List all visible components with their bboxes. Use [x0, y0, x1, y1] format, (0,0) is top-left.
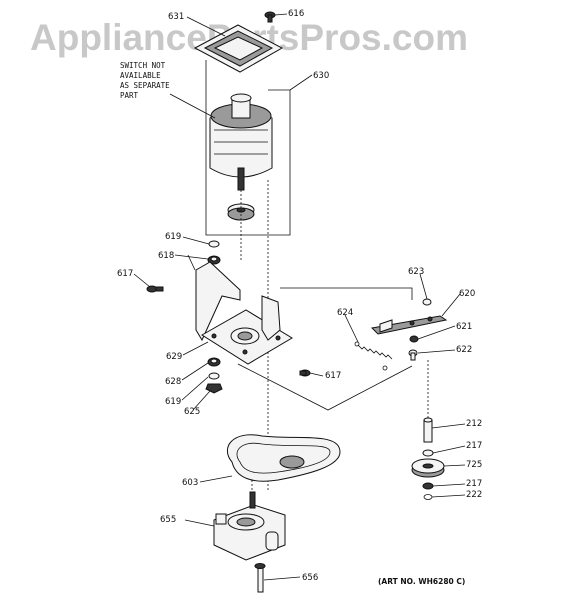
callout-725[interactable]: 725	[466, 460, 482, 470]
callout-619-top[interactable]: 619	[165, 232, 181, 242]
part-622-bolt[interactable]	[408, 349, 418, 361]
part-623-bolt[interactable]	[422, 298, 432, 306]
note-line-4: PART	[120, 91, 139, 100]
leader-lines	[133, 13, 466, 581]
callout-616[interactable]: 616	[288, 9, 304, 19]
part-624-spring[interactable]	[354, 341, 393, 371]
callout-217-bottom[interactable]: 217	[466, 479, 482, 489]
callout-631[interactable]: 631	[168, 12, 184, 22]
part-619-washer-top[interactable]	[208, 240, 220, 248]
part-222-clip[interactable]	[423, 494, 433, 500]
callout-617-right[interactable]: 617	[325, 371, 341, 381]
part-217-washer-bottom[interactable]	[422, 482, 434, 490]
callout-618[interactable]: 618	[158, 251, 174, 261]
part-628-grommet[interactable]	[207, 357, 221, 367]
callout-217-top[interactable]: 217	[466, 441, 482, 451]
part-625-nut[interactable]	[205, 383, 223, 394]
callout-619-bottom[interactable]: 619	[165, 397, 181, 407]
part-629-motor-bracket[interactable]	[195, 261, 293, 365]
callout-655[interactable]: 655	[160, 515, 176, 525]
callout-629[interactable]: 629	[166, 352, 182, 362]
part-217-washer-top[interactable]	[422, 449, 434, 457]
part-603-drive-belt[interactable]	[226, 434, 341, 482]
callout-623[interactable]: 623	[408, 267, 424, 277]
callout-622[interactable]: 622	[456, 345, 472, 355]
callout-620[interactable]: 620	[459, 289, 475, 299]
part-212-shaft[interactable]	[423, 417, 433, 443]
callout-621[interactable]: 621	[456, 322, 472, 332]
part-725-pulley[interactable]	[411, 458, 445, 478]
part-656-screw[interactable]	[254, 563, 266, 593]
note-line-1: SWITCH NOT	[120, 61, 166, 70]
part-620-pump-bracket[interactable]	[370, 315, 448, 335]
callout-625[interactable]: 625	[184, 407, 200, 417]
callout-630[interactable]: 630	[313, 71, 329, 81]
part-619-washer-bottom[interactable]	[208, 372, 220, 380]
switch-note: SWITCH NOT AVAILABLE AS SEPARATE PART	[120, 61, 170, 100]
callout-628[interactable]: 628	[165, 377, 181, 387]
motor-assembly-frame	[205, 60, 291, 236]
note-line-3: AS SEPARATE	[120, 81, 170, 90]
callout-labels: 631 616 630 619 618 617 623 620 624 621 …	[117, 9, 482, 583]
part-631-motor-cover[interactable]	[193, 24, 284, 73]
part-655-pump[interactable]	[213, 491, 286, 561]
callout-603[interactable]: 603	[182, 478, 198, 488]
note-line-2: AVAILABLE	[120, 71, 161, 80]
part-617-screw-right[interactable]	[299, 369, 311, 377]
callout-212[interactable]: 212	[466, 419, 482, 429]
callout-222[interactable]: 222	[466, 490, 482, 500]
callout-624[interactable]: 624	[337, 308, 353, 318]
callout-656[interactable]: 656	[302, 573, 318, 583]
part-618-grommet[interactable]	[207, 255, 221, 265]
part-617-screw-left[interactable]	[146, 285, 164, 293]
art-number: (ART NO. WH6280 C)	[378, 577, 465, 586]
part-630-motor[interactable]	[209, 93, 273, 191]
part-621-washer[interactable]	[409, 335, 419, 343]
callout-617-left[interactable]: 617	[117, 269, 133, 279]
